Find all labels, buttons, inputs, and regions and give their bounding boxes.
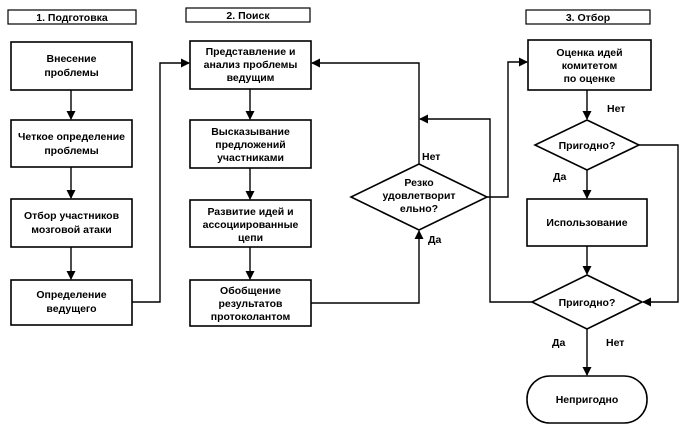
- select-d2-yes-label: Да: [552, 337, 565, 349]
- prep-step-assign-leader-line2: ведущего: [46, 303, 96, 315]
- arrow-d2-yes-loop: [419, 114, 532, 303]
- select-end-unsuitable: Непригодно: [526, 375, 648, 424]
- header-search-label: 2. Поиск: [226, 10, 270, 22]
- prep-step-submit-problem: Внесение проблемы: [10, 41, 133, 91]
- search-decision-line2: удовлетворит: [382, 190, 455, 202]
- search-step-develop-ideas-line1: Развитие идей и: [207, 206, 293, 218]
- header-search: 2. Поиск: [185, 7, 311, 23]
- search-step-proposals-line2: предложений: [215, 139, 285, 151]
- search-step-present-problem-line1: Представление и: [206, 46, 296, 58]
- header-selection-label: 3. Отбор: [566, 12, 610, 24]
- prep-step-define-problem: Четкое определение проблемы: [10, 119, 133, 168]
- prep-step-submit-problem-line1: Внесение: [47, 53, 97, 65]
- arrow-decision-to-selection: [487, 57, 528, 198]
- select-step-evaluate-line1: Оценка идей: [556, 47, 622, 59]
- search-decision-line1: Резко: [404, 177, 433, 189]
- arrow-decision-no-loop: [311, 58, 420, 164]
- header-preparation-label: 1. Подготовка: [36, 12, 108, 24]
- select-step-use: Использование: [526, 198, 648, 247]
- search-step-summarize-line1: Обобщение: [220, 285, 281, 297]
- select-d2-no-label: Нет: [606, 337, 624, 349]
- select-decision-suitable-2: Пригодно?: [530, 274, 644, 330]
- prep-step-submit-problem-line2: проблемы: [44, 67, 98, 79]
- arrow-d1-no-to-d2: [639, 144, 679, 307]
- arrow-prep-to-search: [132, 58, 190, 303]
- select-decision-suitable-1: Пригодно?: [533, 119, 641, 171]
- search-step-develop-ideas-line3: цепи: [238, 232, 263, 244]
- select-step-evaluate-line3: по оценке: [564, 73, 616, 85]
- search-step-present-problem-line3: ведущим: [227, 72, 275, 84]
- prep-step-define-problem-line1: Четкое определение: [18, 131, 125, 143]
- select-decision-suitable-1-label: Пригодно?: [559, 140, 616, 152]
- search-decision-line3: ельно?: [400, 203, 438, 215]
- search-step-proposals: Высказывание предложений участниками: [189, 119, 312, 169]
- search-step-summarize-line2: результатов: [219, 298, 284, 310]
- prep-step-select-participants-line1: Отбор участников: [24, 210, 120, 222]
- arrow-summary-to-decision: [311, 230, 424, 304]
- select-decision-suitable-2-label: Пригодно?: [559, 297, 616, 309]
- prep-step-assign-leader: Определение ведущего: [10, 279, 133, 326]
- search-step-develop-ideas: Развитие идей и ассоциированные цепи: [189, 199, 312, 248]
- header-preparation: 1. Подготовка: [7, 9, 137, 25]
- select-d1-no-label: Нет: [607, 103, 625, 115]
- select-d1-yes-label: Да: [553, 171, 566, 183]
- select-step-evaluate-line2: комитетом: [562, 60, 618, 72]
- prep-step-select-participants-line2: мозговой атаки: [31, 224, 111, 236]
- search-step-present-problem: Представление и анализ проблемы ведущим: [189, 40, 312, 90]
- search-step-develop-ideas-line2: ассоциированные: [203, 219, 299, 231]
- search-decision-no-label: Нет: [422, 151, 440, 163]
- search-decision-satisfactory: Резко удовлетворит ельно?: [349, 163, 489, 231]
- search-decision-yes-label: Да: [428, 234, 441, 246]
- search-step-summarize: Обобщение результатов протоколантом: [189, 279, 312, 327]
- search-step-summarize-line3: протоколантом: [211, 311, 291, 323]
- connectors: [66, 57, 679, 376]
- select-end-unsuitable-label: Непригодно: [556, 394, 619, 406]
- prep-step-define-problem-line2: проблемы: [44, 145, 98, 157]
- select-step-evaluate: Оценка идей комитетом по оценке: [527, 39, 652, 91]
- header-selection: 3. Отбор: [525, 9, 651, 25]
- prep-step-select-participants: Отбор участников мозговой атаки: [10, 198, 133, 248]
- select-step-use-label: Использование: [546, 217, 627, 229]
- search-step-proposals-line1: Высказывание: [211, 126, 290, 138]
- search-step-present-problem-line2: анализ проблемы: [204, 59, 298, 71]
- prep-step-assign-leader-line1: Определение: [36, 289, 106, 301]
- search-step-proposals-line3: участниками: [217, 152, 284, 164]
